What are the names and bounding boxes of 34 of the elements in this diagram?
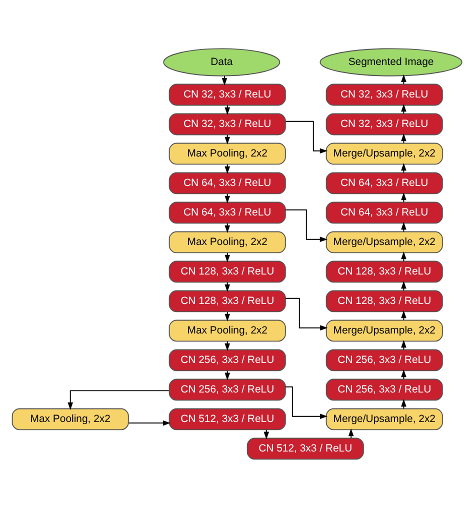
node-ellipse: Segmented Image bbox=[320, 48, 462, 76]
node-box: CN 256, 3x3 / ReLU bbox=[168, 348, 286, 371]
node-box: CN 32, 3x3 / ReLU bbox=[168, 112, 286, 135]
node-box: CN 64, 3x3 / ReLU bbox=[168, 201, 286, 224]
node-box: CN 512, 3x3 / ReLU bbox=[168, 408, 286, 430]
node-box: CN 256, 3x3 / ReLU bbox=[326, 378, 443, 400]
node-box: Max Pooling, 2x2 bbox=[168, 319, 286, 342]
node-box: CN 64, 3x3 / ReLU bbox=[326, 172, 443, 194]
arrow bbox=[285, 120, 328, 154]
node-box: Max Pooling, 2x2 bbox=[12, 408, 129, 430]
node-box: Merge/Upsample, 2x2 bbox=[326, 142, 443, 164]
node-ellipse: Data bbox=[163, 48, 280, 76]
node-box: CN 256, 3x3 / ReLU bbox=[168, 378, 286, 400]
node-box: Max Pooling, 2x2 bbox=[168, 142, 286, 164]
node-box: Max Pooling, 2x2 bbox=[168, 230, 286, 253]
arrow bbox=[284, 386, 328, 419]
node-box: CN 32, 3x3 / ReLU bbox=[326, 112, 443, 135]
arrow bbox=[285, 208, 328, 242]
node-box: Merge/Upsample, 2x2 bbox=[326, 230, 443, 253]
node-box: CN 64, 3x3 / ReLU bbox=[326, 201, 443, 224]
node-box: CN 128, 3x3 / ReLU bbox=[168, 290, 286, 312]
node-box: CN 128, 3x3 / ReLU bbox=[326, 290, 443, 312]
node-box: CN 32, 3x3 / ReLU bbox=[168, 83, 286, 106]
node-box: CN 64, 3x3 / ReLU bbox=[168, 172, 286, 194]
node-box: CN 128, 3x3 / ReLU bbox=[326, 260, 443, 282]
node-box: CN 32, 3x3 / ReLU bbox=[326, 83, 443, 106]
node-box: Merge/Upsample, 2x2 bbox=[326, 319, 443, 342]
node-box: Merge/Upsample, 2x2 bbox=[326, 408, 443, 430]
node-box: CN 128, 3x3 / ReLU bbox=[168, 260, 286, 282]
node-box: CN 256, 3x3 / ReLU bbox=[326, 348, 443, 371]
arrow bbox=[285, 297, 328, 330]
node-box: CN 512, 3x3 / ReLU bbox=[246, 437, 364, 460]
arrow bbox=[68, 390, 170, 410]
arrow bbox=[128, 420, 171, 426]
